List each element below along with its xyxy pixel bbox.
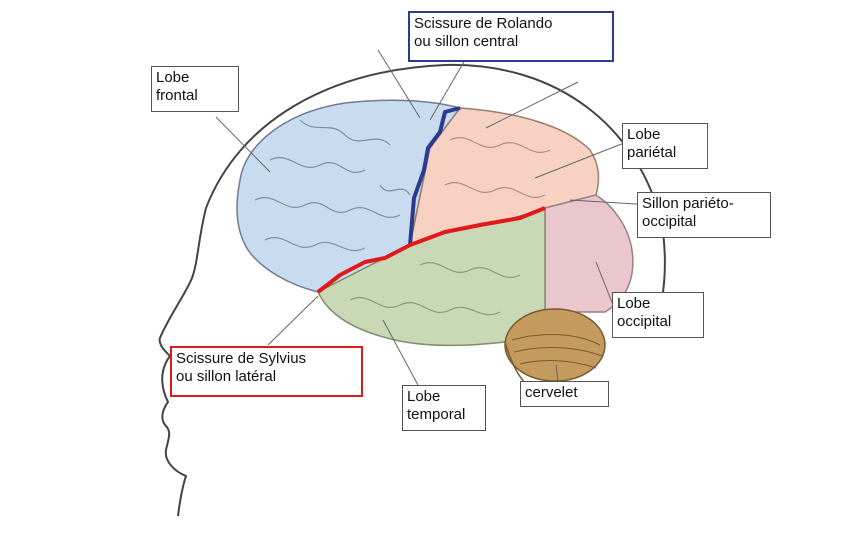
- head-outline: [205, 63, 666, 321]
- label-frontal-lobe: Lobe frontal: [151, 66, 239, 112]
- rolando-sulcus-line: [408, 106, 461, 246]
- cerebellum-texture: [511, 334, 603, 369]
- label-temporal-line2: temporal: [407, 406, 466, 423]
- leader-lines: [215, 49, 638, 386]
- label-sylvius-line1: Scissure de Sylvius: [176, 350, 307, 367]
- label-parieto-occipital-sulcus: Sillon pariéto- occipital: [637, 192, 771, 238]
- label-rolando-sulcus: Scissure de Rolando ou sillon central: [408, 11, 614, 62]
- sylvius-sulcus-line: [316, 206, 546, 294]
- label-parietal-line1: Lobe: [627, 126, 661, 143]
- label-occipital-lobe: Lobe occipital: [612, 292, 704, 338]
- label-parietal-lobe: Lobe pariétal: [622, 123, 708, 169]
- label-sylvius-line2: ou sillon latéral: [176, 368, 277, 385]
- label-occipital-line2: occipital: [617, 313, 672, 330]
- label-occipital-line1: Lobe: [617, 295, 651, 312]
- parietal-texture: [444, 137, 551, 198]
- label-cervelet-text: cervelet: [525, 384, 578, 401]
- temporal-texture: [349, 262, 521, 316]
- leader-parieto-occipital: [569, 199, 638, 205]
- leader-parietal-1: [485, 81, 579, 129]
- label-cerebellum: cervelet: [520, 381, 609, 407]
- leader-parietal: [534, 142, 625, 179]
- label-parieto-occipital-line2: occipital: [642, 213, 697, 230]
- brainstem: [504, 341, 525, 383]
- label-sylvius-sulcus: Scissure de Sylvius ou sillon latéral: [170, 346, 363, 397]
- label-frontal-line2: frontal: [156, 87, 198, 104]
- label-temporal-line1: Lobe: [407, 388, 441, 405]
- leader-frontal: [215, 116, 271, 173]
- leader-occipital: [595, 261, 614, 306]
- label-rolando-line2: ou sillon central: [414, 33, 519, 50]
- label-temporal-lobe: Lobe temporal: [402, 385, 486, 431]
- leader-rolando-2: [377, 49, 421, 119]
- label-rolando-line1: Scissure de Rolando: [414, 15, 553, 32]
- leader-sylvius: [267, 295, 319, 346]
- leader-cervelet: [555, 364, 559, 382]
- label-frontal-line1: Lobe: [156, 69, 190, 86]
- cerebellum: [504, 308, 606, 382]
- label-parieto-occipital-line1: Sillon pariéto-: [642, 195, 734, 212]
- leader-temporal: [382, 319, 419, 386]
- leader-rolando-1: [429, 59, 466, 121]
- label-parietal-line2: pariétal: [627, 144, 677, 161]
- face-profile: [158, 207, 207, 517]
- gyri-texture: [254, 119, 411, 252]
